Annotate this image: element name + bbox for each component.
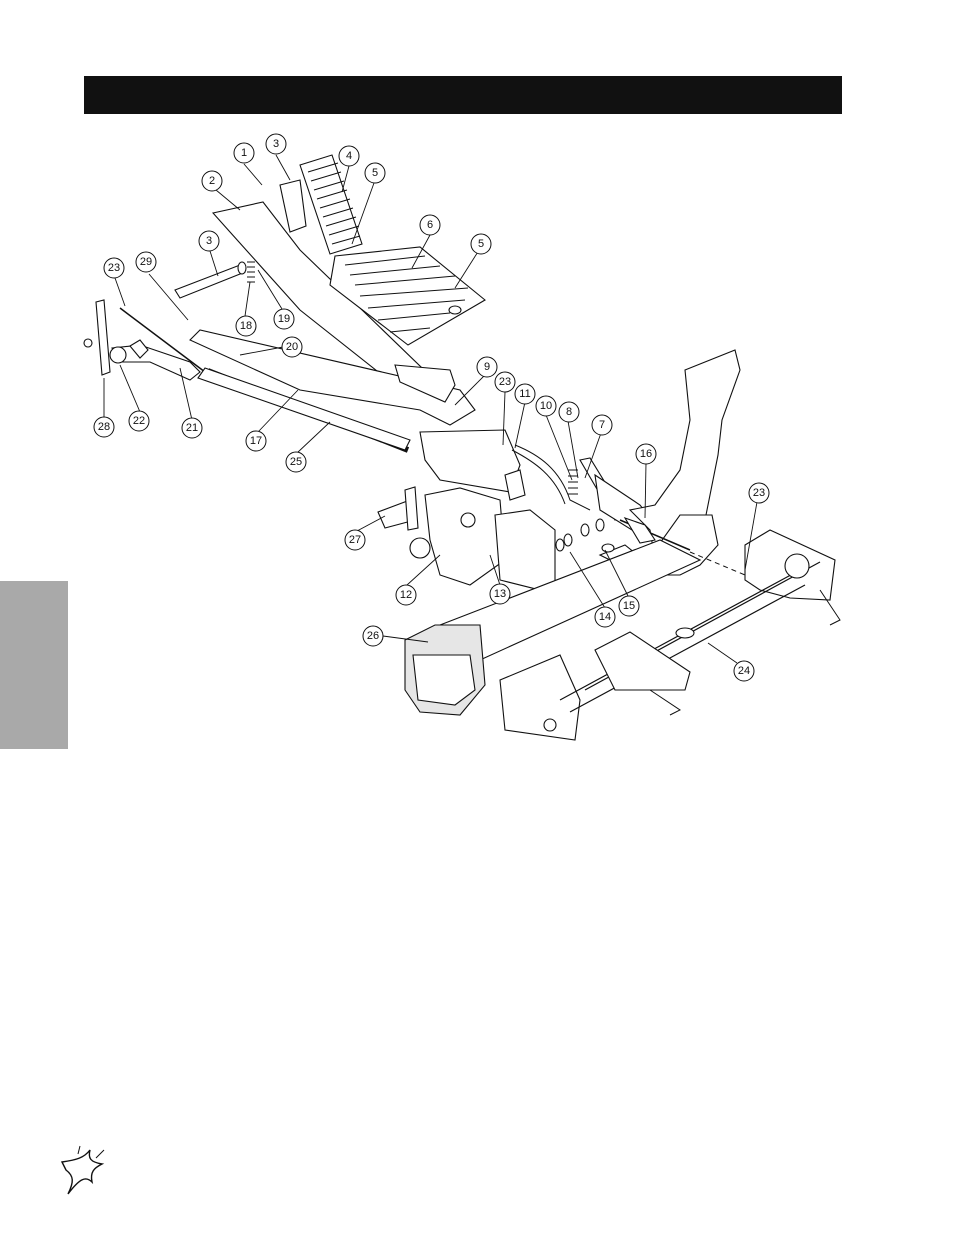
callout-23: 23	[494, 371, 516, 393]
callout-27: 27	[344, 529, 366, 551]
callout-16: 16	[635, 443, 657, 465]
callout-13: 13	[489, 583, 511, 605]
callout-25: 25	[285, 451, 307, 473]
svg-text:8: 8	[566, 406, 572, 418]
callout-14: 14	[594, 606, 616, 628]
shaft-3	[174, 261, 247, 299]
callout-6: 6	[419, 214, 441, 236]
svg-text:3: 3	[206, 235, 212, 247]
svg-text:24: 24	[738, 665, 750, 677]
svg-text:2: 2	[209, 175, 215, 187]
callout-23: 23	[748, 482, 770, 504]
callout-3: 3	[265, 133, 287, 155]
callout-18: 18	[235, 315, 257, 337]
svg-text:28: 28	[98, 421, 110, 433]
svg-text:4: 4	[346, 150, 352, 162]
leader-lines	[103, 154, 758, 664]
callout-5: 5	[470, 233, 492, 255]
svg-text:1: 1	[241, 147, 247, 159]
svg-text:9: 9	[484, 361, 490, 373]
rod-11	[504, 444, 591, 511]
section-header-bar	[84, 76, 842, 114]
svg-text:14: 14	[599, 611, 611, 623]
svg-text:26: 26	[367, 630, 379, 642]
svg-text:6: 6	[427, 219, 433, 231]
svg-text:7: 7	[599, 419, 605, 431]
callout-3: 3	[198, 230, 220, 252]
svg-text:21: 21	[186, 422, 198, 434]
svg-text:23: 23	[753, 487, 765, 499]
svg-text:27: 27	[349, 534, 361, 546]
footrest-plate-6	[329, 246, 486, 346]
svg-text:12: 12	[400, 589, 412, 601]
callout-17: 17	[245, 430, 267, 452]
axle-support-23-24	[499, 529, 841, 741]
svg-text:25: 25	[290, 456, 302, 468]
svg-text:18: 18	[240, 320, 252, 332]
svg-text:20: 20	[286, 341, 298, 353]
callout-29: 29	[135, 251, 157, 273]
callout-19: 19	[273, 308, 295, 330]
svg-text:19: 19	[278, 313, 290, 325]
callout-5: 5	[364, 162, 386, 184]
callout-22: 22	[128, 410, 150, 432]
svg-text:15: 15	[623, 600, 635, 612]
svg-text:13: 13	[494, 588, 506, 600]
svg-text:5: 5	[372, 167, 378, 179]
callout-11: 11	[514, 383, 536, 405]
cable-tube-23	[619, 516, 746, 576]
callout-1: 1	[233, 142, 255, 164]
rod-17	[197, 367, 411, 451]
callout-21: 21	[181, 417, 203, 439]
frame-tube-26	[404, 539, 702, 716]
svg-text:16: 16	[640, 448, 652, 460]
pivot-arm-21-22-28	[83, 299, 201, 381]
callout-26: 26	[362, 625, 384, 647]
callout-7: 7	[591, 414, 613, 436]
svg-text:11: 11	[519, 388, 530, 400]
pedal-bracket-2	[211, 179, 456, 421]
callout-28: 28	[93, 416, 115, 438]
spring-18	[247, 261, 255, 283]
callout-9: 9	[476, 356, 498, 378]
callout-10: 10	[535, 395, 557, 417]
pedal-arm-9	[189, 329, 521, 493]
brand-logo-icon	[60, 1145, 105, 1195]
callout-23: 23	[103, 257, 125, 279]
svg-text:3: 3	[273, 138, 279, 150]
callout-2: 2	[201, 170, 223, 192]
chapter-side-tab	[0, 581, 68, 749]
svg-text:5: 5	[478, 238, 484, 250]
pump-assembly-12-13	[377, 486, 556, 591]
svg-text:23: 23	[499, 376, 511, 388]
svg-text:23: 23	[108, 262, 120, 274]
svg-text:10: 10	[540, 400, 552, 412]
svg-text:22: 22	[133, 415, 145, 427]
svg-text:17: 17	[250, 435, 262, 447]
callout-20: 20	[281, 336, 303, 358]
callout-15: 15	[618, 595, 640, 617]
pedal-pad-4	[299, 154, 363, 255]
callout-4: 4	[338, 145, 360, 167]
callout-12: 12	[395, 584, 417, 606]
callout-24: 24	[733, 660, 755, 682]
svg-text:29: 29	[140, 256, 152, 268]
callout-8: 8	[558, 401, 580, 423]
spring-10	[568, 469, 578, 495]
